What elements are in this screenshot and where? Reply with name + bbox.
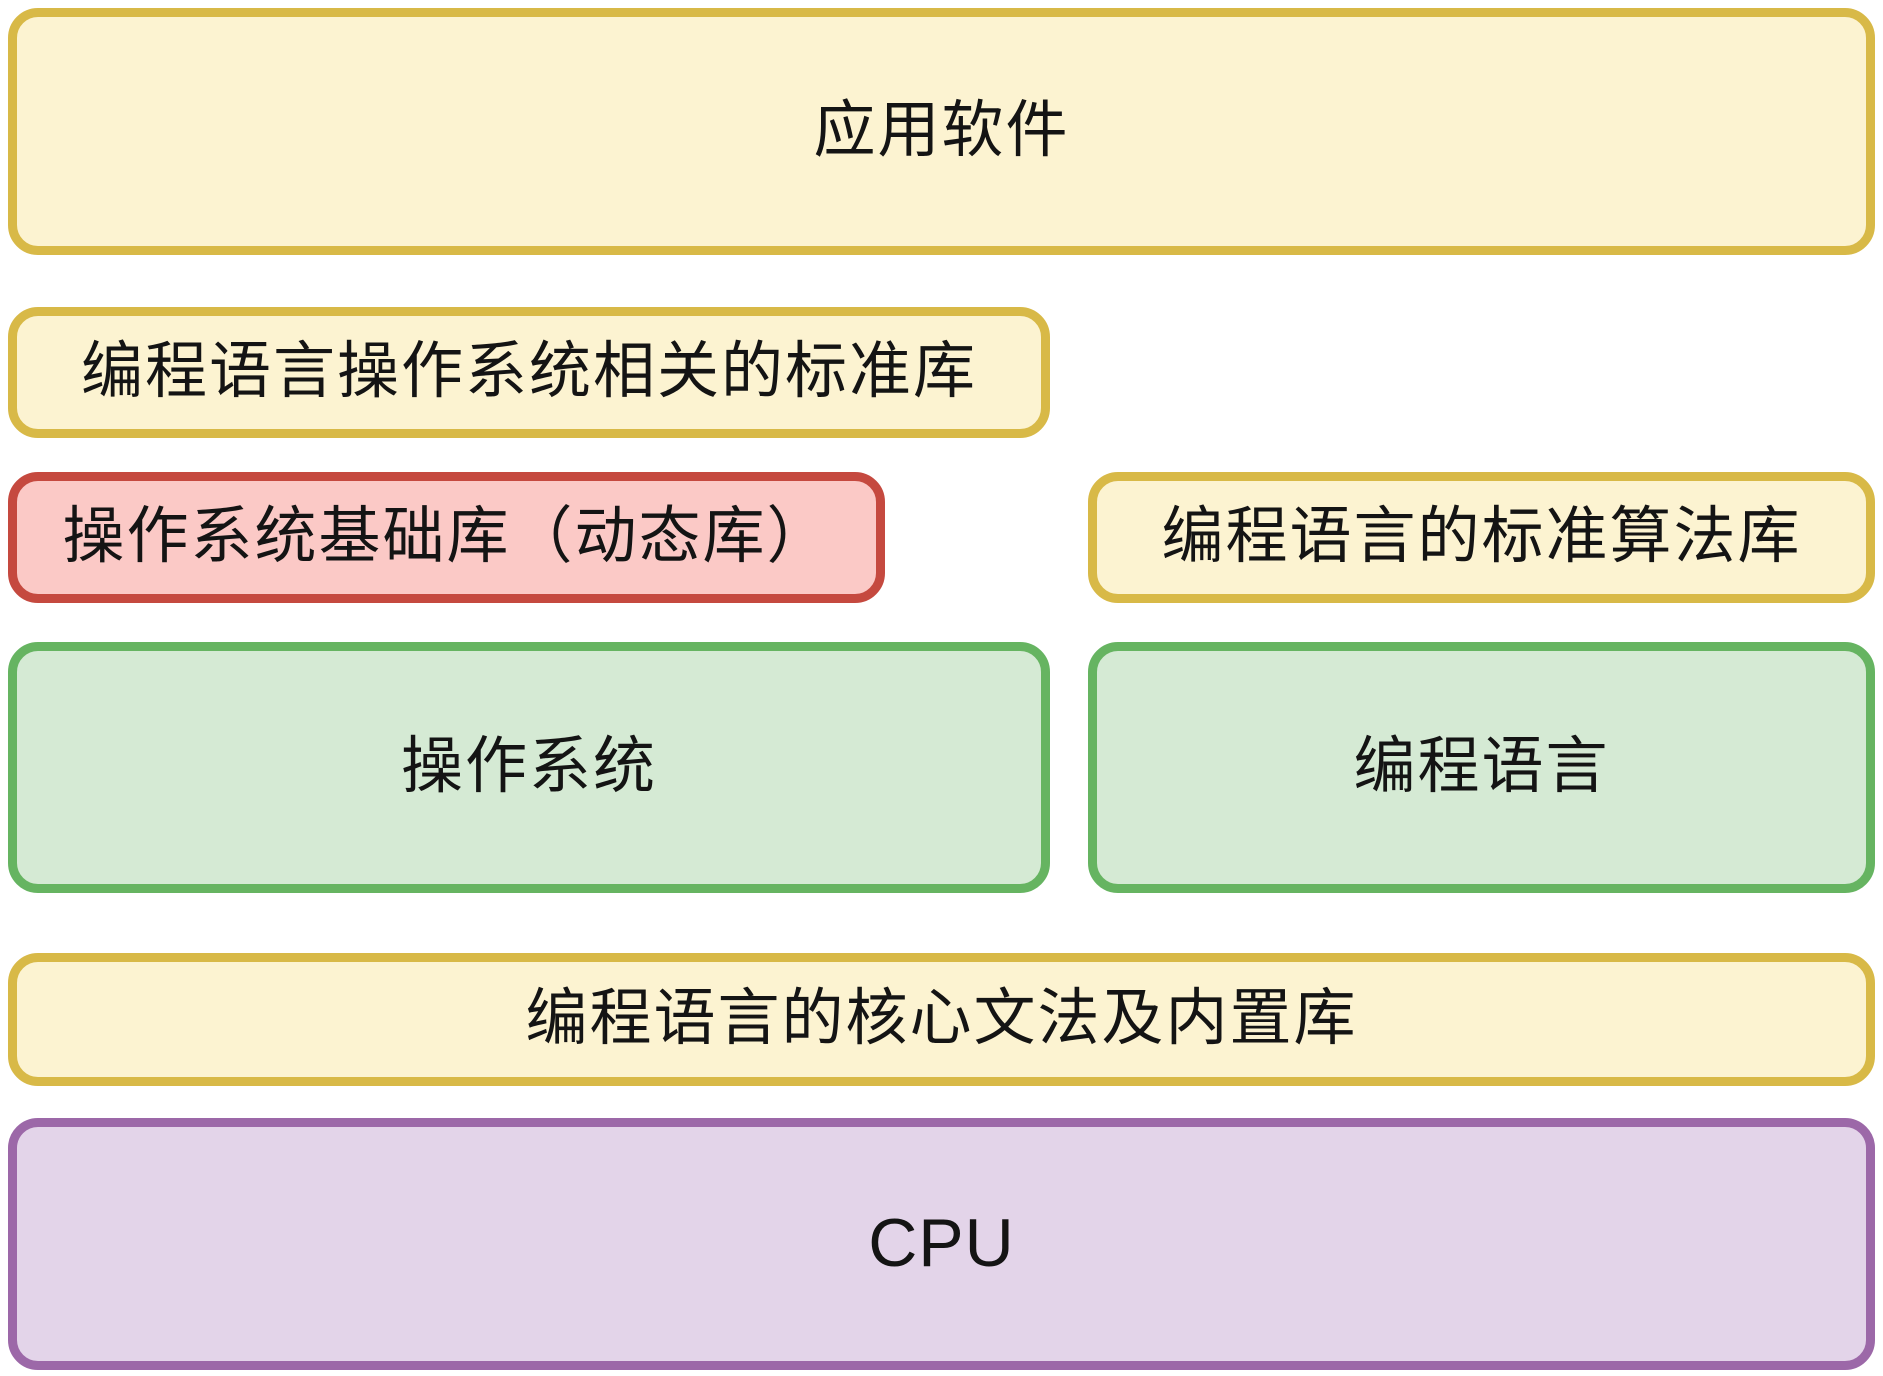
application-software-label: 应用软件 (813, 96, 1070, 166)
box-os-base-library: 操作系统基础库（动态库） (8, 472, 885, 603)
language-standard-algorithm-library-label: 编程语言的标准算法库 (1161, 502, 1802, 572)
cpu-label: CPU (868, 1205, 1015, 1282)
language-os-standard-library-label: 编程语言操作系统相关的标准库 (80, 337, 977, 407)
os-base-library-label: 操作系统基础库（动态库） (62, 502, 831, 572)
operating-system-label: 操作系统 (400, 732, 657, 802)
box-programming-language: 编程语言 (1088, 642, 1875, 893)
box-language-os-standard-library: 编程语言操作系统相关的标准库 (8, 307, 1050, 438)
box-application-software: 应用软件 (8, 8, 1875, 255)
box-operating-system: 操作系统 (8, 642, 1050, 893)
box-cpu: CPU (8, 1118, 1875, 1370)
programming-language-label: 编程语言 (1353, 732, 1610, 802)
language-core-grammar-builtin-library-label: 编程语言的核心文法及内置库 (525, 984, 1358, 1054)
box-language-standard-algorithm-library: 编程语言的标准算法库 (1088, 472, 1875, 603)
box-language-core-grammar-builtin-library: 编程语言的核心文法及内置库 (8, 953, 1875, 1086)
